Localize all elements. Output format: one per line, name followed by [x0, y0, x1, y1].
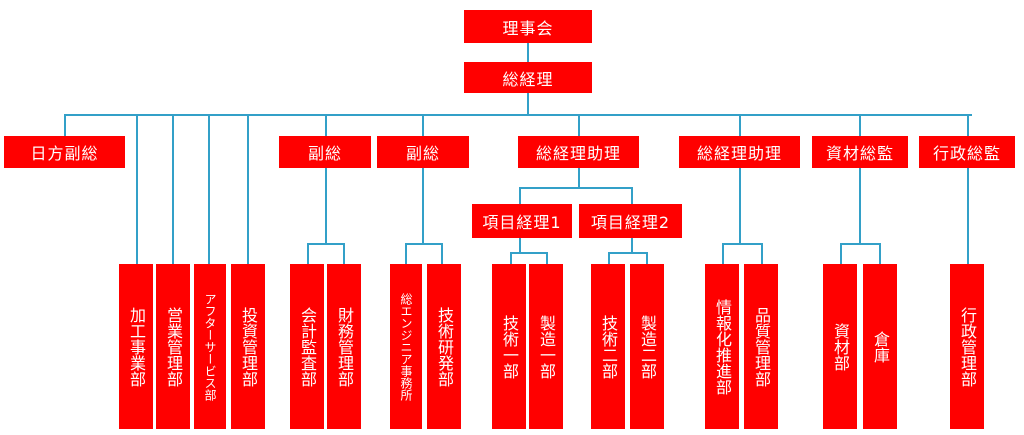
- connector: [761, 243, 763, 264]
- connector-drop: [247, 114, 249, 264]
- connector-board-gm: [527, 43, 529, 62]
- connector-gm-down: [527, 93, 529, 115]
- connector: [325, 168, 327, 244]
- dept-processing: 加工事業部: [119, 264, 153, 429]
- connector: [519, 238, 521, 253]
- asst-gm-box: 総経理助理: [679, 136, 800, 168]
- connector: [646, 252, 648, 264]
- connector: [307, 243, 344, 245]
- connector-drop: [136, 114, 138, 264]
- project-manager-1-box: 項目経理1: [472, 204, 572, 238]
- connector: [405, 243, 442, 245]
- connector: [840, 243, 881, 245]
- dept-admin-mgmt: 行政管理部: [950, 264, 984, 429]
- connector: [722, 243, 763, 245]
- connector: [546, 252, 548, 264]
- dept-sales-mgmt: 営業管理部: [156, 264, 190, 429]
- connector-drop: [422, 114, 424, 136]
- connector: [631, 238, 633, 253]
- dept-investment-mgmt: 投資管理部: [231, 264, 265, 429]
- dept-audit: 会計監査部: [290, 264, 324, 429]
- dept-mfg-2: 製造二部: [630, 264, 664, 429]
- connector: [840, 243, 842, 264]
- dept-tech-1: 技術一部: [492, 264, 526, 429]
- connector-drop: [859, 114, 861, 136]
- admin-director-box: 行政総監: [919, 136, 1015, 168]
- connector: [510, 252, 547, 254]
- connector: [967, 168, 969, 264]
- dept-it-promotion: 情報化推進部: [705, 264, 739, 429]
- connector-drop: [172, 114, 174, 264]
- dept-tech-2: 技術二部: [591, 264, 625, 429]
- connector: [608, 252, 610, 264]
- connector-drop: [64, 114, 66, 136]
- materials-director-box: 資材総監: [812, 136, 908, 168]
- dept-warehouse: 倉庫: [863, 264, 897, 429]
- connector: [422, 168, 424, 244]
- connector: [405, 243, 407, 264]
- gm-box: 総経理: [464, 62, 592, 93]
- dept-finance-mgmt: 財務管理部: [327, 264, 361, 429]
- connector: [608, 252, 648, 254]
- connector-drop: [739, 114, 741, 136]
- dept-mfg-1: 製造一部: [529, 264, 563, 429]
- connector: [441, 243, 443, 264]
- connector-drop: [208, 114, 210, 264]
- board-box: 理事会: [464, 10, 592, 43]
- asst-gm-box: 総経理助理: [518, 136, 639, 168]
- connector: [879, 243, 881, 264]
- connector-drop: [967, 114, 969, 136]
- connector: [519, 187, 633, 189]
- dept-after-service: アフターサービス部: [194, 264, 226, 429]
- connector: [578, 168, 580, 188]
- connector: [519, 187, 521, 204]
- dept-quality-mgmt: 品質管理部: [744, 264, 778, 429]
- connector: [510, 252, 512, 264]
- connector: [631, 187, 633, 204]
- connector: [739, 168, 741, 244]
- connector-drop: [578, 114, 580, 136]
- dept-chief-engineer-office: 総エンジニア事務所: [390, 264, 422, 429]
- vp-box: 副総: [377, 136, 469, 168]
- connector: [859, 168, 861, 244]
- connector: [343, 243, 345, 264]
- project-manager-2-box: 項目経理2: [579, 204, 682, 238]
- vp-box: 副総: [279, 136, 371, 168]
- dept-materials: 資材部: [823, 264, 857, 429]
- japan-vp-box: 日方副総: [4, 136, 125, 168]
- connector-top-bus: [64, 114, 972, 116]
- dept-rnd: 技術研発部: [427, 264, 461, 429]
- connector: [722, 243, 724, 264]
- connector: [307, 243, 309, 264]
- connector-drop: [325, 114, 327, 136]
